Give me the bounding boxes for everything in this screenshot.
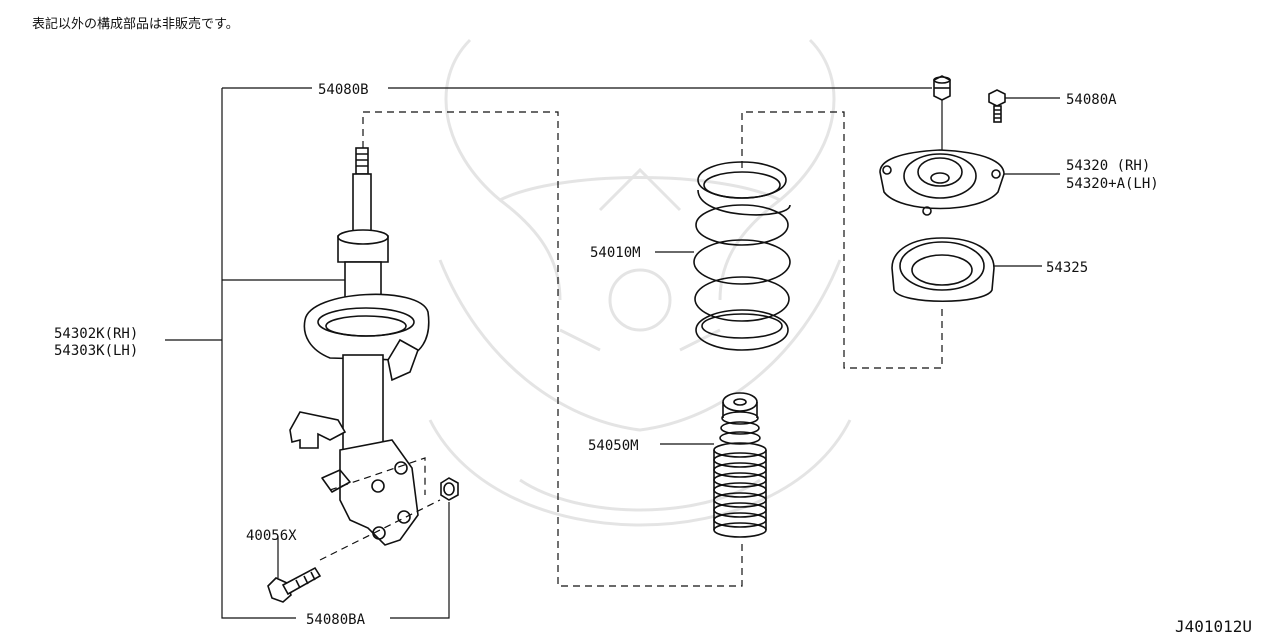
mount-bolt[interactable] — [988, 89, 1006, 123]
assembly-dashline-left — [362, 111, 743, 587]
strut-bearing[interactable] — [891, 237, 995, 302]
coil-spring[interactable] — [693, 161, 791, 351]
leader-bracket-left — [221, 88, 296, 619]
label-54320-rh[interactable]: 54320 (RH) — [1066, 158, 1150, 174]
label-54050M[interactable]: 54050M — [588, 438, 639, 454]
bump-stop-boot[interactable] — [713, 392, 767, 538]
label-54080A[interactable]: 54080A — [1066, 92, 1117, 108]
header-note: 表記以外の構成部品は非販売です。 — [32, 16, 239, 32]
watermark-emblem — [428, 38, 852, 527]
label-54303K-lh[interactable]: 54303K(LH) — [54, 343, 138, 359]
top-nut[interactable] — [933, 75, 951, 101]
label-54325[interactable]: 54325 — [1046, 260, 1088, 276]
label-40056X[interactable]: 40056X — [246, 528, 297, 544]
strut-assembly[interactable] — [289, 147, 441, 561]
strut-mount[interactable] — [879, 149, 1005, 216]
knuckle-nut[interactable] — [440, 477, 459, 501]
leader-54080BA — [390, 502, 450, 619]
label-54302K-rh[interactable]: 54302K(RH) — [54, 326, 138, 342]
label-54080B[interactable]: 54080B — [318, 82, 369, 98]
assembly-dashline-right — [741, 111, 943, 369]
label-54010M[interactable]: 54010M — [590, 245, 641, 261]
diagram-id: J401012U — [1175, 617, 1252, 636]
label-54080BA[interactable]: 54080BA — [306, 612, 366, 628]
knuckle-bolt[interactable] — [267, 566, 322, 603]
label-54320-lh[interactable]: 54320+A(LH) — [1066, 176, 1159, 192]
